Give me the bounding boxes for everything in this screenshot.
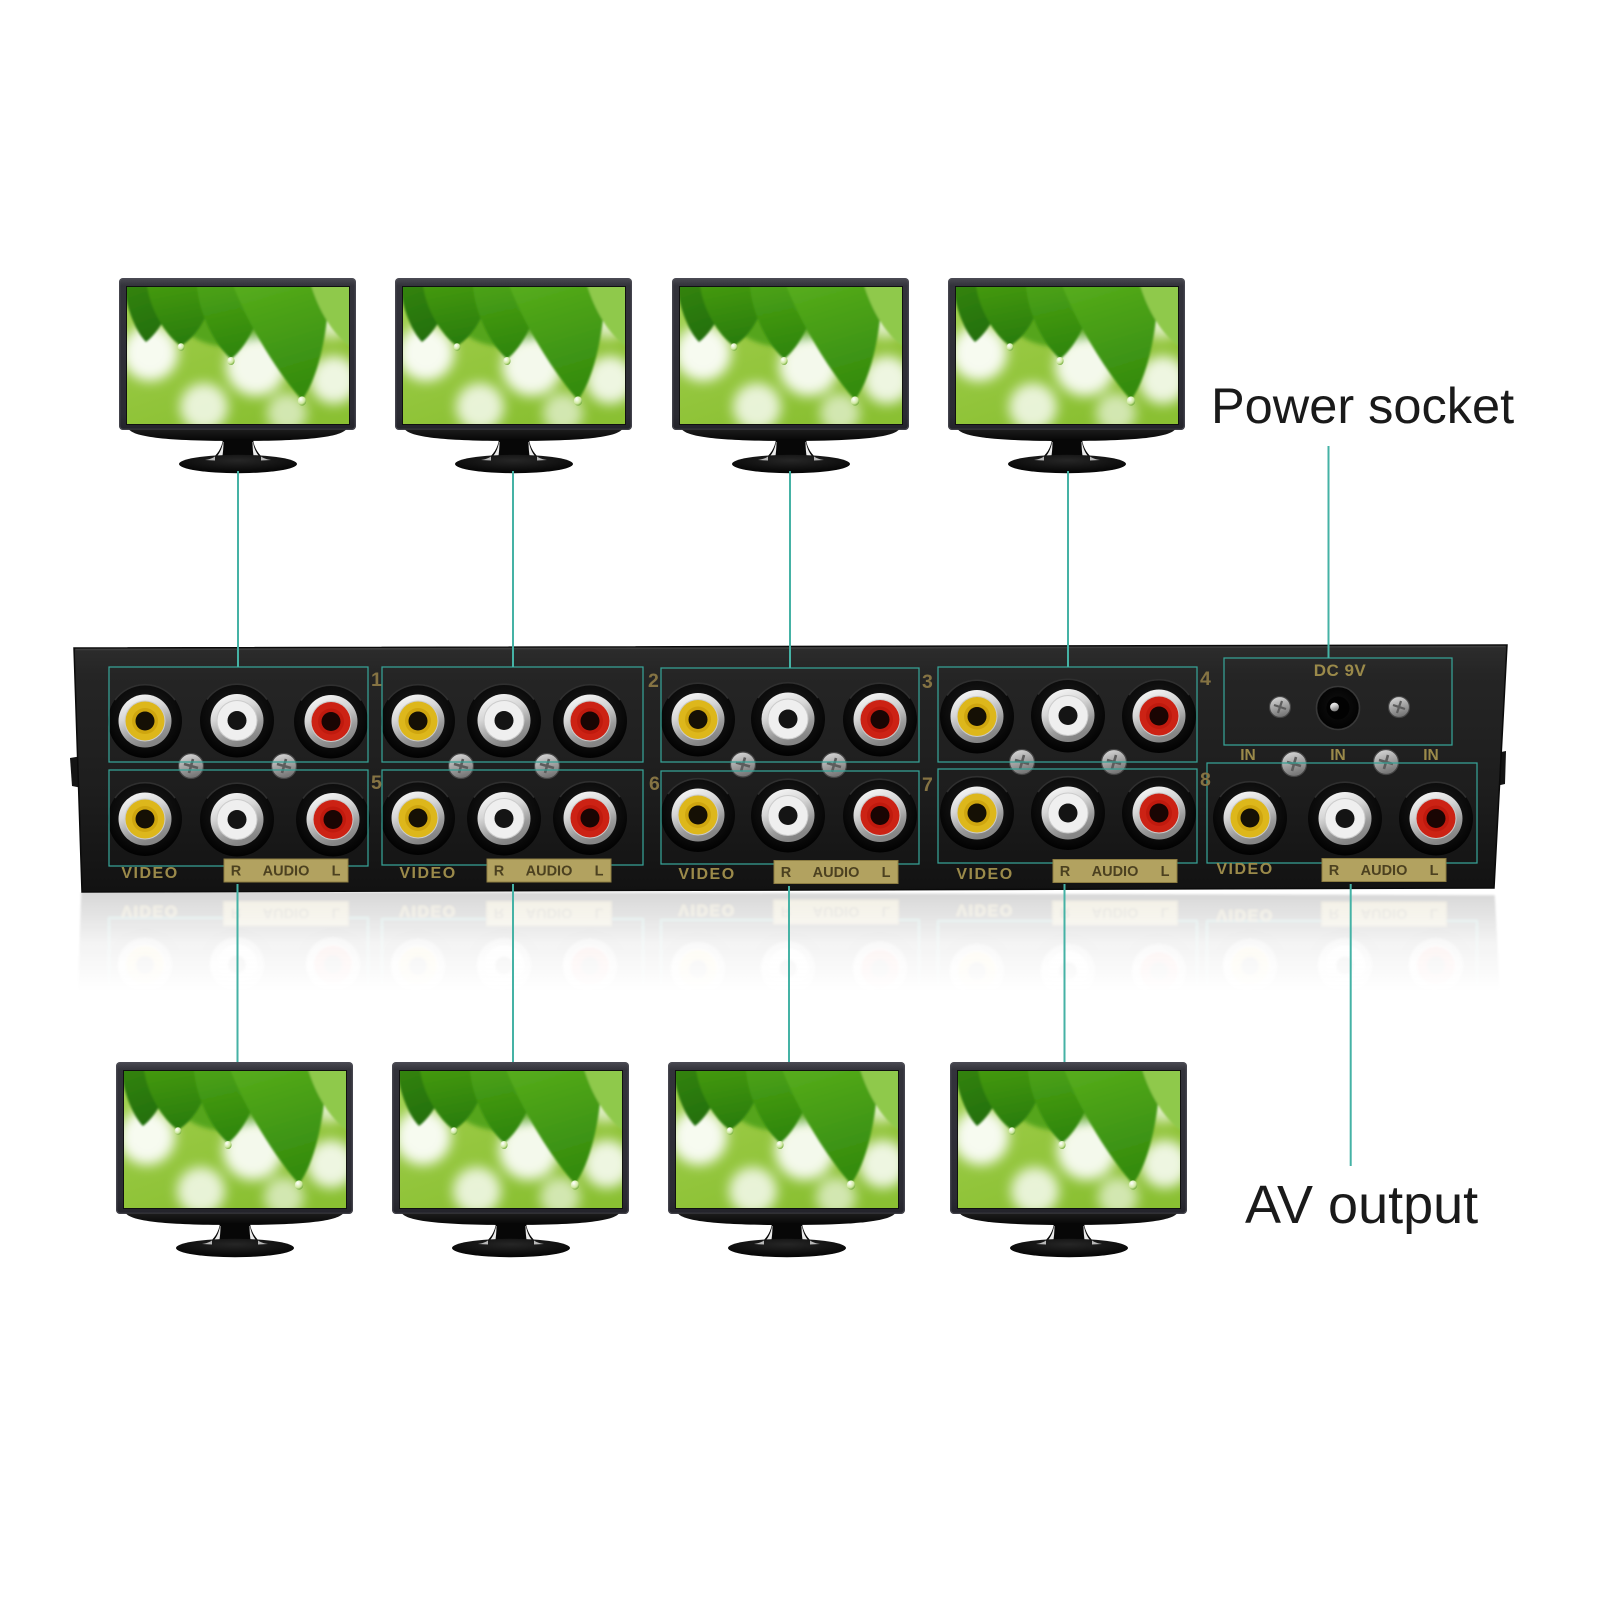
svg-text:IN: IN <box>1330 747 1346 764</box>
svg-text:IN: IN <box>1423 747 1439 764</box>
svg-text:8: 8 <box>1200 769 1211 791</box>
svg-text:7: 7 <box>922 774 933 796</box>
svg-text:3: 3 <box>922 671 933 693</box>
svg-text:5: 5 <box>371 772 382 794</box>
svg-text:VIDEO: VIDEO <box>1216 861 1273 878</box>
svg-text:VIDEO: VIDEO <box>678 866 735 883</box>
svg-text:6: 6 <box>649 773 660 795</box>
svg-text:DC 9V: DC 9V <box>1314 661 1367 680</box>
svg-text:VIDEO: VIDEO <box>121 865 178 882</box>
svg-text:IN: IN <box>1240 747 1256 764</box>
svg-text:Power socket: Power socket <box>1211 377 1514 434</box>
svg-text:VIDEO: VIDEO <box>956 866 1013 883</box>
svg-text:1: 1 <box>371 669 382 691</box>
svg-text:2: 2 <box>648 670 659 692</box>
svg-text:VIDEO: VIDEO <box>399 865 456 882</box>
svg-text:AV output: AV output <box>1245 1175 1478 1235</box>
svg-text:4: 4 <box>1200 668 1211 690</box>
